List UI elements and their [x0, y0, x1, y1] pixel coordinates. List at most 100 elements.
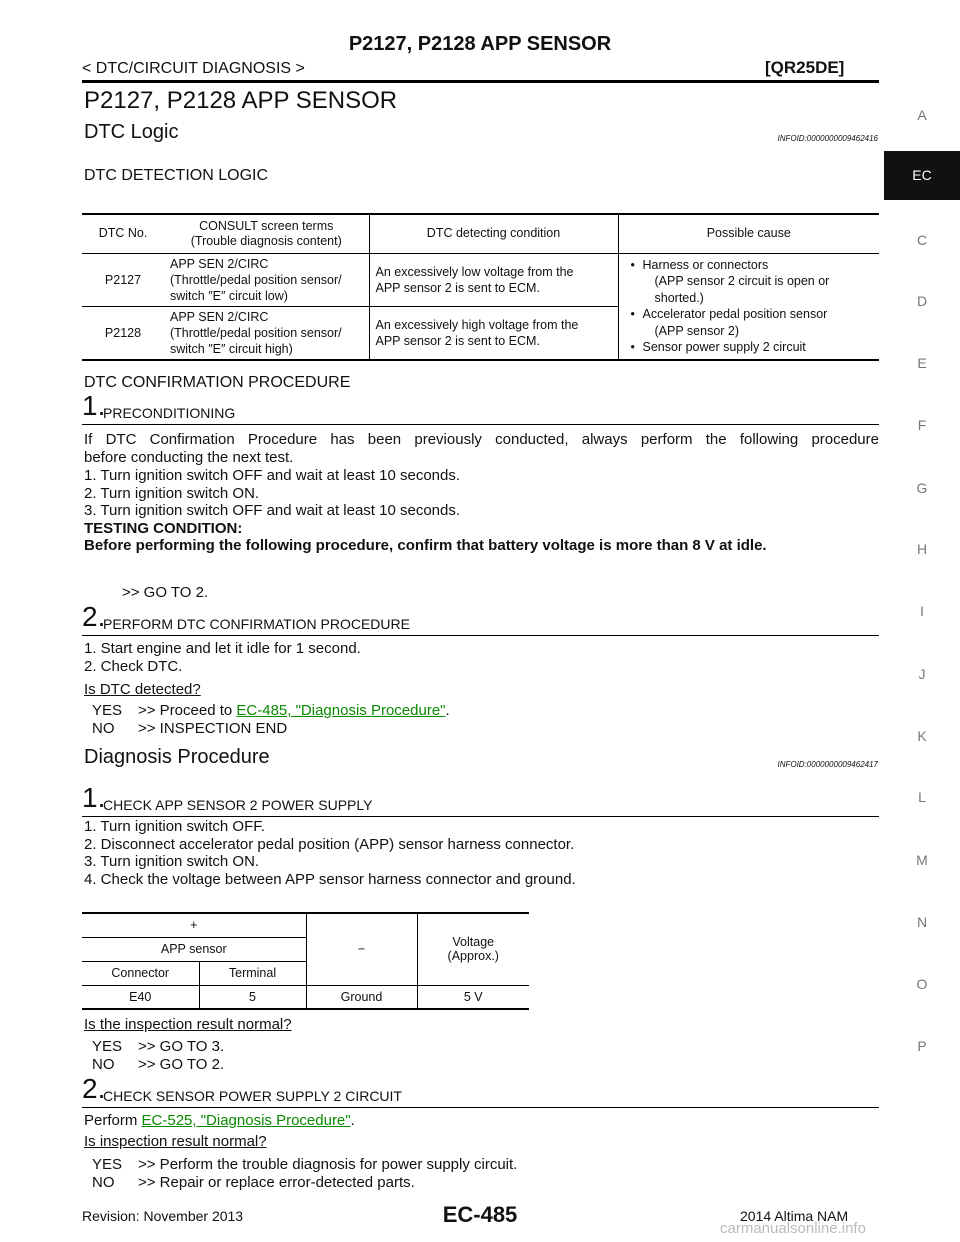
answer-text: >> GO TO 2. [138, 1056, 225, 1073]
side-index-item[interactable]: H [916, 541, 928, 557]
side-index-item[interactable]: F [917, 417, 927, 433]
connector-header: Connector [82, 960, 199, 985]
table-cell: 5 [198, 985, 306, 1009]
perform-end: . [350, 1112, 355, 1129]
side-index-item[interactable]: J [918, 666, 926, 682]
answer-yes: YES >> Proceed to EC-485, "Diagnosis Proc… [92, 702, 450, 720]
table-cell: E40 [129, 989, 152, 1004]
testing-condition-text: Before performing the following procedur… [84, 537, 767, 554]
answer-text: >> GO TO 3. [138, 1038, 225, 1055]
voltage-label: Voltage [452, 935, 495, 950]
answer-no: NO>> INSPECTION END [92, 720, 287, 738]
footer-model: 2014 Altima NAM [740, 1208, 849, 1224]
table-cell: 5 V [416, 985, 529, 1009]
diagnosis-procedure-link[interactable]: EC-525, "Diagnosis Procedure" [141, 1112, 351, 1129]
dtc-detection-heading: DTC DETECTION LOGIC [84, 167, 269, 184]
condition-line: APP sensor 2 is sent to ECM. [375, 280, 540, 295]
dtc-detection-table: DTC No. CONSULT screen terms (Trouble di… [82, 213, 879, 361]
list-item: 1. Turn ignition switch OFF and wait at … [84, 467, 461, 484]
list-item: 3. Turn ignition switch OFF and wait at … [84, 502, 461, 519]
header-rule [82, 80, 879, 83]
side-index-item[interactable]: O [916, 976, 928, 992]
step-label: PRECONDITIONING [103, 405, 236, 421]
step-2-confirmation: 2. PERFORM DTC CONFIRMATION PROCEDURE [82, 601, 879, 636]
table-cell: Ground [305, 985, 417, 1009]
answer-yes: YES>> Perform the trouble diagnosis for … [92, 1156, 517, 1174]
goto-step-2[interactable]: >> GO TO 2. [122, 584, 209, 601]
diag-step-1: 1. CHECK APP SENSOR 2 POWER SUPPLY [82, 782, 879, 817]
cause-text: Sensor power supply 2 circuit [642, 340, 806, 354]
side-index-item[interactable]: M [916, 852, 928, 868]
list-item: 1. Turn ignition switch OFF. [84, 818, 265, 835]
header-condition: DTC detecting condition [368, 214, 618, 253]
answer-key: YES [92, 702, 123, 719]
voltage-table: + − Voltage (Approx.) APP sensor Connect… [82, 912, 529, 1010]
precondition-intro: If DTC Confirmation Procedure has been p… [84, 431, 879, 466]
answer-yes: YES >> GO TO 3. [92, 1038, 224, 1056]
list-item: 2. Turn ignition switch ON. [84, 484, 260, 502]
consult-term: APP SEN 2/CIRC (Throttle/pedal position … [164, 306, 369, 360]
minus-header: − [305, 913, 417, 985]
side-index-item[interactable]: N [916, 914, 928, 930]
table-header-row: DTC No. CONSULT screen terms (Trouble di… [82, 214, 879, 253]
consult-term-line: switch ″E″ circuit high) [170, 341, 293, 356]
watermark: carmanualsonline.info [720, 1220, 866, 1237]
answer-no: NO>> Repair or replace error-detected pa… [92, 1174, 415, 1192]
step-number: 2. [82, 601, 106, 632]
answer-key: NO [92, 720, 115, 737]
step-number: 2. [82, 1073, 106, 1104]
side-index-item[interactable]: G [916, 480, 928, 496]
side-index-item[interactable]: D [916, 293, 928, 309]
side-index-item[interactable]: C [916, 232, 928, 248]
diagnosis-heading: Diagnosis Procedure [84, 746, 270, 768]
question-inspection-normal: Is the inspection result normal? [84, 1016, 292, 1033]
list-item: Sensor power supply 2 circuit [631, 339, 874, 356]
consult-term-line: APP SEN 2/CIRC [170, 256, 269, 271]
header-consult: CONSULT screen terms (Trouble diagnosis … [164, 214, 369, 253]
table-row: E40 5 Ground 5 V [82, 985, 529, 1009]
side-index-item[interactable]: K [917, 728, 927, 744]
terminal-header: Terminal [198, 960, 306, 985]
side-index-item[interactable]: P [917, 1038, 927, 1054]
side-index-item-active[interactable]: EC [884, 151, 960, 200]
intro-line: before conducting the next test. [84, 448, 294, 466]
table-row: + − Voltage (Approx.) [82, 913, 529, 985]
diag-step-2-perform: Perform EC-525, "Diagnosis Procedure". [84, 1112, 355, 1130]
condition-line: APP sensor 2 is sent to ECM. [375, 333, 540, 348]
header-dtc-no: DTC No. [98, 226, 148, 241]
diagnosis-procedure-link[interactable]: EC-485, "Diagnosis Procedure" [236, 702, 446, 719]
step-label: PERFORM DTC CONFIRMATION PROCEDURE [103, 616, 410, 632]
cause-subtext: (APP sensor 2) [654, 323, 740, 338]
answer-key: YES [92, 1038, 123, 1055]
dtc-logic-infoid: INFOID:0000000009462416 [777, 134, 878, 143]
list-item: 3. Turn ignition switch ON. [84, 853, 260, 870]
page-header-title: P2127, P2128 APP SENSOR [348, 33, 612, 55]
list-item: 2. Disconnect accelerator pedal position… [84, 835, 575, 853]
table-row: P2127 APP SEN 2/CIRC (Throttle/pedal pos… [82, 253, 879, 360]
testing-condition-label: TESTING CONDITION: [84, 519, 243, 537]
step-label: CHECK APP SENSOR 2 POWER SUPPLY [103, 797, 373, 813]
dtc-code: P2128 [104, 325, 142, 340]
step-number: 1. [82, 782, 106, 813]
side-index-item[interactable]: A [917, 107, 927, 123]
possible-cause: Harness or connectors (APP sensor 2 circ… [617, 253, 879, 360]
question-inspection-normal-2: Is inspection result normal? [84, 1133, 267, 1150]
step-1-precondition: 1. PRECONDITIONING [82, 390, 879, 425]
list-item: Harness or connectors (APP sensor 2 circ… [631, 257, 874, 307]
cause-text: Harness or connectors [642, 257, 769, 272]
condition-line: An excessively low voltage from the [375, 264, 574, 279]
condition-line: An excessively high voltage from the [375, 317, 579, 332]
step-number: 1. [82, 390, 106, 421]
question-dtc-detected: Is DTC detected? [84, 681, 201, 698]
voltage-header: Voltage (Approx.) [416, 913, 529, 985]
precondition-steps: 1. Turn ignition switch OFF and wait at … [84, 467, 767, 555]
consult-term-line: switch ″E″ circuit low) [170, 288, 288, 303]
diag-step-1-items: 1. Turn ignition switch OFF. 2. Disconne… [84, 818, 576, 888]
perform-text: Perform [84, 1112, 142, 1129]
consult-term-line: (Throttle/pedal position sensor/ [170, 272, 342, 287]
side-index-item[interactable]: I [920, 603, 924, 619]
answer-text: >> Proceed to [138, 702, 237, 719]
side-index-item[interactable]: L [918, 789, 926, 805]
consult-term: APP SEN 2/CIRC (Throttle/pedal position … [164, 253, 369, 306]
side-index-item[interactable]: E [917, 355, 927, 371]
